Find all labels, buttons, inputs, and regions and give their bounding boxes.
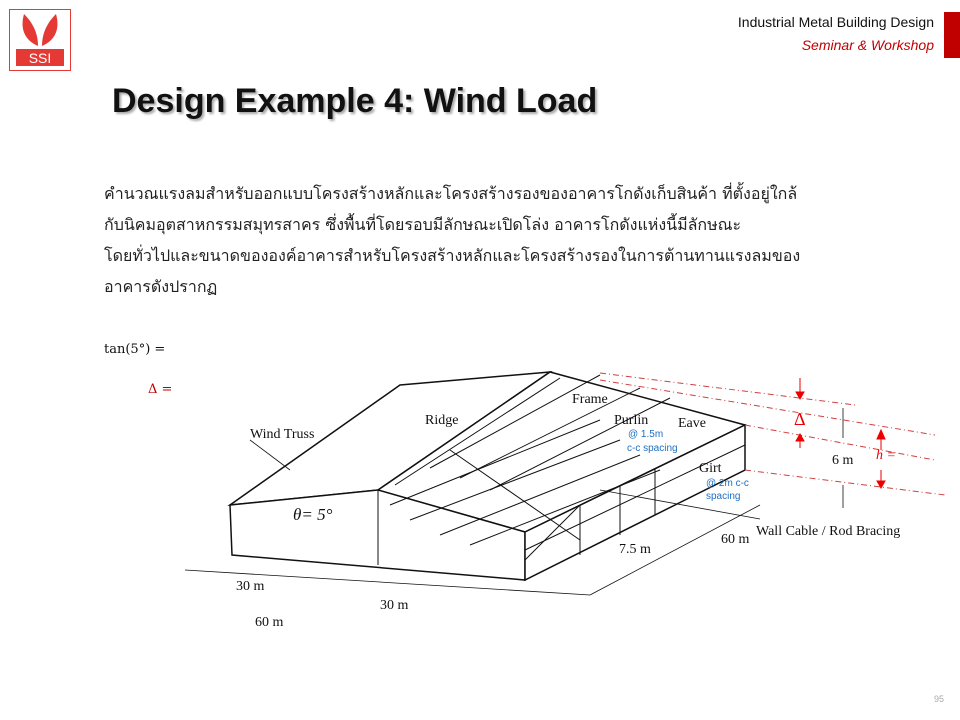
problem-statement: คำนวณแรงลมสำหรับออกแบบโครงสร้างหลักและโค… [104, 178, 914, 302]
header-title: Industrial Metal Building Design [737, 14, 934, 30]
purlin-spacing-line2: c-c spacing [627, 443, 678, 454]
tan-equation: tan(5°) = [104, 342, 166, 357]
wind-truss-label: Wind Truss [250, 427, 314, 442]
logo-text: SSI [29, 50, 52, 66]
bay-spacing-label: 7.5 m [619, 542, 651, 557]
purlin-spacing-line1: @ 1.5m [628, 429, 663, 440]
girt-spacing-line2: spacing [706, 491, 740, 502]
length-label: 60 m [721, 532, 750, 547]
slide-title: Design Example 4: Wind Load [112, 82, 598, 120]
purlin-label: Purlin [614, 413, 648, 428]
header-accent-bar [944, 12, 960, 58]
delta-equation: Δ = [148, 382, 173, 397]
ridge-label: Ridge [425, 413, 458, 428]
height-label: 6 m [832, 453, 854, 468]
theta-label: θ= 5° [293, 505, 333, 524]
eave-label: Eave [678, 416, 706, 431]
half-width-label-2: 30 m [380, 598, 409, 613]
delta-label: Δ [794, 409, 806, 429]
ssi-logo: SSI [9, 9, 71, 71]
frame-label: Frame [572, 392, 608, 407]
h-label: h = [876, 448, 896, 463]
paragraph-line: คำนวณแรงลมสำหรับออกแบบโครงสร้างหลักและโค… [104, 184, 798, 203]
paragraph-line: กับนิคมอุตสาหกรรมสมุทรสาคร ซึ่งพื้นที่โด… [104, 215, 742, 234]
paragraph-line: อาคารดังปรากฏ [104, 277, 218, 296]
half-width-label-1: 30 m [236, 579, 265, 594]
page-number: 95 [934, 694, 945, 704]
paragraph-line: โดยทั่วไปและขนาดขององค์อาคารสำหรับโครงสร… [104, 246, 801, 265]
girt-spacing-line1: @ 2m c-c [706, 478, 749, 489]
girt-label: Girt [699, 461, 722, 476]
wall-bracing-label: Wall Cable / Rod Bracing [756, 524, 900, 539]
header-subtitle: Seminar & Workshop [801, 37, 934, 53]
width-label: 60 m [255, 615, 284, 630]
